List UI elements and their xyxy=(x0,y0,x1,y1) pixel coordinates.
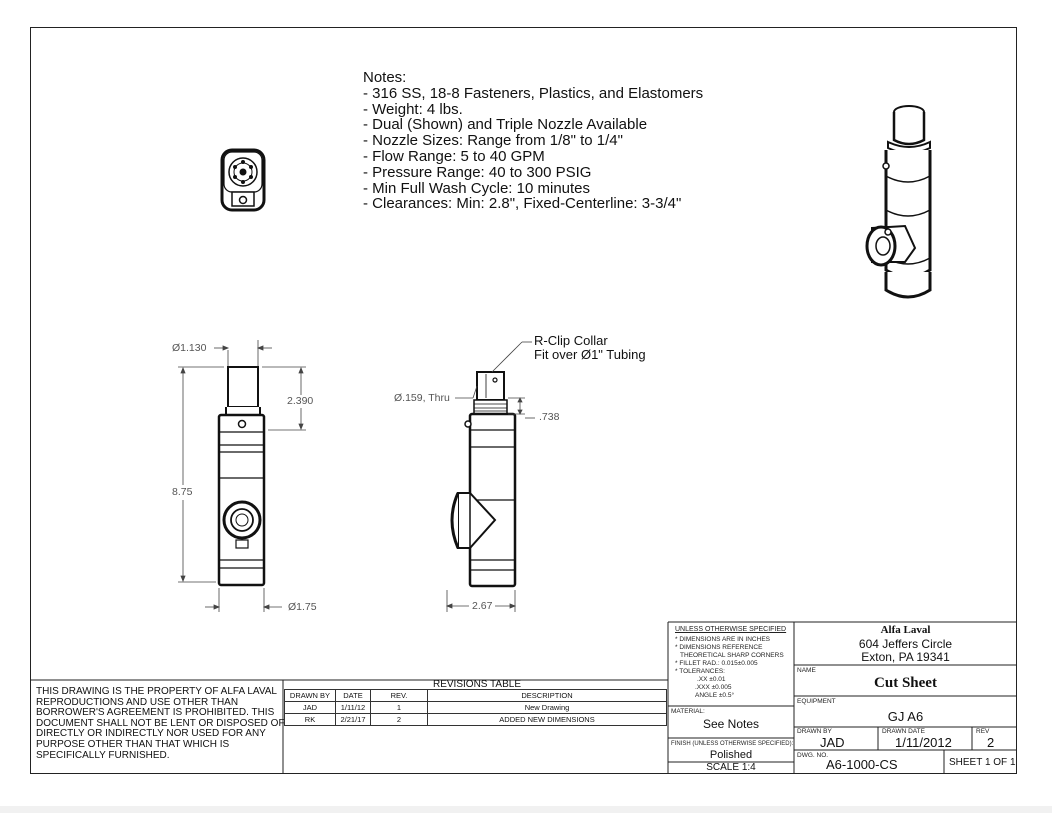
rev-header-cell: DESCRIPTION xyxy=(427,689,667,702)
company-address-2: Exton, PA 19341 xyxy=(861,650,950,664)
spec-line: ANGLE ±0.5° xyxy=(695,692,735,699)
note-line: - 316 SS, 18-8 Fasteners, Plastics, and … xyxy=(363,84,704,102)
spec-line: * TOLERANCES: xyxy=(675,668,725,675)
isometric-view xyxy=(865,105,932,299)
side-view-dimensions xyxy=(445,341,535,612)
front-view xyxy=(217,366,266,587)
dim-body-diameter: Ø1.75 xyxy=(288,601,317,613)
notes-block: Notes: - 316 SS, 18-8 Fasteners, Plastic… xyxy=(363,70,703,212)
notice-line: THIS DRAWING IS THE PROPERTY OF ALFA LAV… xyxy=(36,686,277,697)
dwg-no-value: A6-1000-CS xyxy=(826,757,898,772)
dim-overall-length: 8.75 xyxy=(172,486,193,498)
rev-cell: 2/21/17 xyxy=(335,713,371,726)
rev-cell: 2 xyxy=(370,713,428,726)
notice-line: DIRECTLY OR INDIRECTLY NOR USED FOR ANY xyxy=(36,728,266,740)
side-view xyxy=(450,371,517,588)
notice-line: REPRODUCTIONS AND USE OTHER THAN xyxy=(36,696,239,708)
rev-cell: New Drawing xyxy=(427,701,667,714)
drawn-by-value: JAD xyxy=(820,735,845,750)
notice-line: SPECIFICALLY FURNISHED. xyxy=(36,749,170,761)
note-line: - Pressure Range: 40 to 300 PSIG xyxy=(363,163,592,181)
property-notice: THIS DRAWING IS THE PROPERTY OF ALFA LAV… xyxy=(36,686,285,761)
callout-line-2: Fit over Ø1" Tubing xyxy=(534,347,646,362)
sheet-label: SHEET 1 OF 1 xyxy=(949,757,1016,768)
rev-cell: JAD xyxy=(284,701,336,714)
spec-line: .XX ±0.01 xyxy=(697,676,726,683)
note-line: - Min Full Wash Cycle: 10 minutes xyxy=(363,179,591,197)
equipment-label: EQUIPMENT xyxy=(797,698,836,705)
note-line: - Clearances: Min: 2.8", Fixed-Centerlin… xyxy=(363,195,682,213)
dwg-no-label: DWG. NO. xyxy=(797,752,829,759)
revisions-header-row: DRAWN BY DATE REV. DESCRIPTION xyxy=(284,689,667,702)
drawing-border xyxy=(30,27,1017,774)
rev-cell: 1/11/12 xyxy=(335,701,371,714)
callout-line-1: R-Clip Collar xyxy=(534,333,608,348)
spec-line: THEORETICAL SHARP CORNERS xyxy=(680,652,784,659)
name-label: NAME xyxy=(797,667,816,674)
dim-upper-length: 2.390 xyxy=(287,395,314,407)
notice-line: BORROWER'S AGREEMENT IS PROHIBITED. THIS xyxy=(36,707,275,719)
rev-value: 2 xyxy=(987,735,995,750)
drawn-date-label: DRAWN DATE xyxy=(882,728,925,735)
dim-top-diameter: Ø1.130 xyxy=(172,342,207,354)
note-line: - Flow Range: 5 to 40 GPM xyxy=(363,147,545,165)
revisions-table: DRAWN BY DATE REV. DESCRIPTION JAD 1/11/… xyxy=(284,689,667,726)
rev-cell: ADDED NEW DIMENSIONS xyxy=(427,713,667,726)
title-block-grid xyxy=(30,621,1017,774)
table-row: JAD 1/11/12 1 New Drawing xyxy=(284,701,667,714)
note-line: - Dual (Shown) and Triple Nozzle Availab… xyxy=(363,116,648,134)
notice-line: DOCUMENT SHALL NOT BE LENT OR DISPOSED O… xyxy=(36,717,285,729)
note-line: - Nozzle Sizes: Range from 1/8" to 1/4" xyxy=(363,132,623,150)
company-name: Alfa Laval xyxy=(880,624,931,636)
spec-line: * DIMENSIONS REFERENCE xyxy=(675,644,763,651)
rev-header-cell: DATE xyxy=(335,689,371,702)
notes-heading: Notes: xyxy=(363,69,407,86)
spec-line: .XXX ±0.005 xyxy=(695,684,732,691)
drawing-name: Cut Sheet xyxy=(874,675,937,691)
dim-hole: Ø.159, Thru xyxy=(394,392,450,404)
rev-header-cell: REV. xyxy=(370,689,428,702)
drawn-date-value: 1/11/2012 xyxy=(895,735,952,750)
notice-line: PURPOSE OTHER THAN THAT WHICH IS xyxy=(36,738,230,750)
rev-label: REV xyxy=(976,728,990,735)
equipment-value: GJ A6 xyxy=(887,709,924,724)
rev-cell: RK xyxy=(284,713,336,726)
spec-line: * DIMENSIONS ARE IN INCHES xyxy=(675,636,770,643)
rev-header-cell: DRAWN BY xyxy=(284,689,336,702)
rev-cell: 1 xyxy=(370,701,428,714)
finish-value: Polished xyxy=(709,749,753,761)
scale-label: SCALE 1:4 xyxy=(706,762,756,773)
material-value: See Notes xyxy=(702,717,760,731)
dim-nozzle-width: 2.67 xyxy=(472,600,493,612)
dim-collar-height: .738 xyxy=(539,411,560,423)
company-address-1: 604 Jeffers Circle xyxy=(858,637,953,651)
end-view xyxy=(220,148,266,212)
material-label: MATERIAL: xyxy=(671,708,705,715)
note-line: - Weight: 4 lbs. xyxy=(363,100,463,118)
revisions-title: REVISIONS TABLE xyxy=(433,679,521,690)
spec-line: * FILLET RAD.: 0.015±0.005 xyxy=(675,660,758,667)
front-view-dimensions xyxy=(178,340,306,612)
drawn-by-label: DRAWN BY xyxy=(797,728,832,735)
specs-heading: UNLESS OTHERWISE SPECIFIED xyxy=(675,626,787,633)
table-row: RK 2/21/17 2 ADDED NEW DIMENSIONS xyxy=(284,713,667,726)
finish-label: FINISH (UNLESS OTHERWISE SPECIFIED): xyxy=(671,741,794,747)
